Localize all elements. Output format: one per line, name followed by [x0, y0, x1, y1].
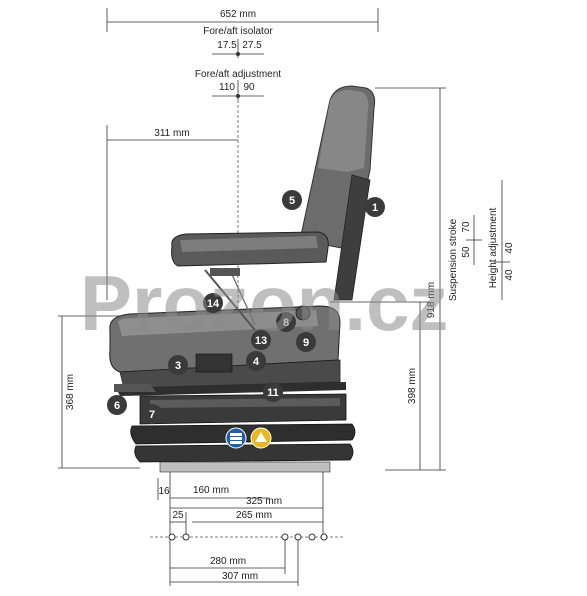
fore-aft-isolator-label: Fore/aft isolator: [203, 26, 273, 37]
callout-9: 9: [296, 332, 316, 352]
fore-aft-adjustment-dimension: Fore/aft adjustment 110 90: [195, 69, 281, 100]
fore-aft-adjustment-label: Fore/aft adjustment: [195, 69, 281, 80]
base-160-label: 160 mm: [193, 485, 229, 496]
callout-13: 13: [251, 330, 271, 350]
watermark: Prozon.cz: [80, 259, 448, 347]
compressor-icon: [250, 427, 272, 449]
callout-3: 3: [168, 355, 188, 375]
height-adjustment-dimension: Height adjustment 40 40: [488, 180, 515, 300]
callout-7: 7: [142, 404, 162, 424]
seat-base-mechanism: [119, 359, 341, 389]
svg-text:9: 9: [303, 337, 309, 349]
base-325-label: 325 mm: [246, 496, 282, 507]
svg-text:11: 11: [267, 387, 279, 399]
height-adjustment-bottom: 40: [504, 269, 515, 281]
rail-307-label: 307 mm: [222, 571, 258, 582]
callout-14: 14: [203, 293, 223, 313]
width-dimension: 652 mm: [106, 8, 379, 32]
suspension-stroke-70: 70: [461, 221, 472, 233]
callout-6: 6: [107, 395, 127, 415]
seat-height-right-dimension: 398 mm: [330, 301, 446, 471]
svg-text:4: 4: [253, 356, 260, 368]
svg-text:1: 1: [372, 202, 378, 214]
height-adjustment-top: 40: [504, 242, 515, 254]
svg-text:6: 6: [114, 400, 120, 412]
base-dimensions: 16 160 mm 325 mm: [157, 472, 324, 586]
backrest-depth-dimension: 311 mm: [106, 100, 239, 330]
suspension-stroke-50: 50: [461, 246, 472, 258]
suspension-stroke-dimension: Suspension stroke 50 70: [448, 215, 482, 301]
svg-text:5: 5: [289, 195, 295, 207]
rail-280-label: 280 mm: [210, 556, 246, 567]
callout-11: 11: [263, 382, 283, 402]
svg-text:14: 14: [207, 298, 220, 310]
svg-text:3: 3: [175, 360, 181, 372]
seat-height-right-label: 398 mm: [407, 368, 418, 404]
svg-text:7: 7: [149, 409, 155, 421]
suspension-stroke-label: Suspension stroke: [448, 218, 459, 301]
rail-265-label: 265 mm: [236, 510, 272, 521]
callout-8: 8: [276, 312, 296, 332]
width-total-label: 652 mm: [220, 9, 256, 20]
backrest-depth-label: 311 mm: [154, 128, 189, 139]
seat-illustration: [109, 85, 376, 473]
seat-height-left-label: 368 mm: [65, 374, 76, 410]
total-height-dimension: 918 mm: [375, 87, 446, 470]
rail-dimensions: 25 265 mm 280 mm 307 mm: [150, 510, 345, 586]
fore-aft-adjustment-left: 110: [219, 82, 235, 93]
base-offset-label: 16: [158, 486, 170, 497]
fore-aft-isolator-left: 17.5: [217, 40, 237, 51]
svg-text:13: 13: [255, 335, 267, 347]
svg-text:8: 8: [283, 317, 289, 329]
air-suspension-icon: [225, 427, 247, 449]
callout-1: 1: [365, 197, 385, 217]
callout-4: 4: [246, 351, 266, 371]
total-height-label: 918 mm: [426, 282, 437, 318]
fore-aft-adjustment-right: 90: [243, 82, 255, 93]
height-adjustment-label: Height adjustment: [488, 207, 499, 288]
rail-25-label: 25: [172, 510, 184, 521]
fore-aft-isolator-dimension: Fore/aft isolator 17.5 27.5: [203, 26, 273, 58]
callout-5: 5: [282, 190, 302, 210]
fore-aft-isolator-right: 27.5: [242, 40, 262, 51]
